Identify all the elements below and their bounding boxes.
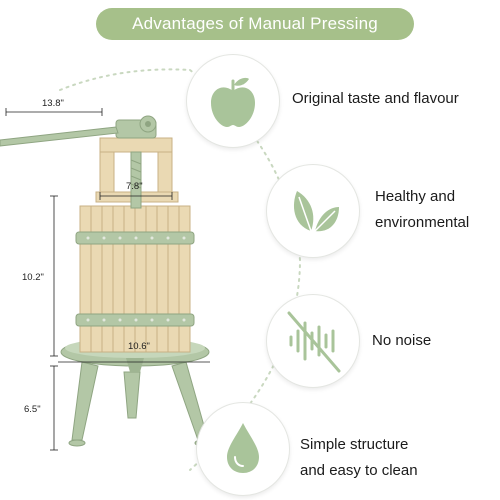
no-noise-icon: [287, 311, 341, 373]
feature-text-noise: No noise: [372, 332, 432, 349]
feature-circle-noise: [266, 294, 360, 388]
leaf-icon: [293, 191, 339, 232]
title-pill: [96, 8, 414, 40]
frame-width-label: 7.8": [126, 181, 143, 192]
tray-diameter-label: 10.6": [128, 341, 150, 352]
water-drop-icon: [227, 423, 259, 473]
feature-text-taste: Original taste and flavour: [292, 90, 459, 107]
dimension-lines: [5, 108, 210, 451]
page-title: Advantages of Manual Pressing: [132, 14, 378, 33]
press-barrel: [75, 205, 195, 353]
feature-circle-healthy: [266, 164, 360, 258]
press-frame: [0, 115, 179, 209]
feature-circle-taste: [186, 54, 280, 148]
feature-text-healthy: Healthy and environmental: [375, 188, 470, 231]
press-legs: [68, 361, 212, 447]
feature-text-clean: Simple structure and easy to clean: [300, 436, 418, 479]
handle-length-label: 13.8": [42, 98, 64, 109]
apple-icon: [211, 77, 255, 127]
leg-height-label: 6.5": [24, 404, 41, 415]
header-banner: Advantages of Manual Pressing: [0, 0, 500, 46]
feature-circle-clean: [196, 402, 290, 496]
barrel-height-label: 10.2": [22, 272, 44, 283]
